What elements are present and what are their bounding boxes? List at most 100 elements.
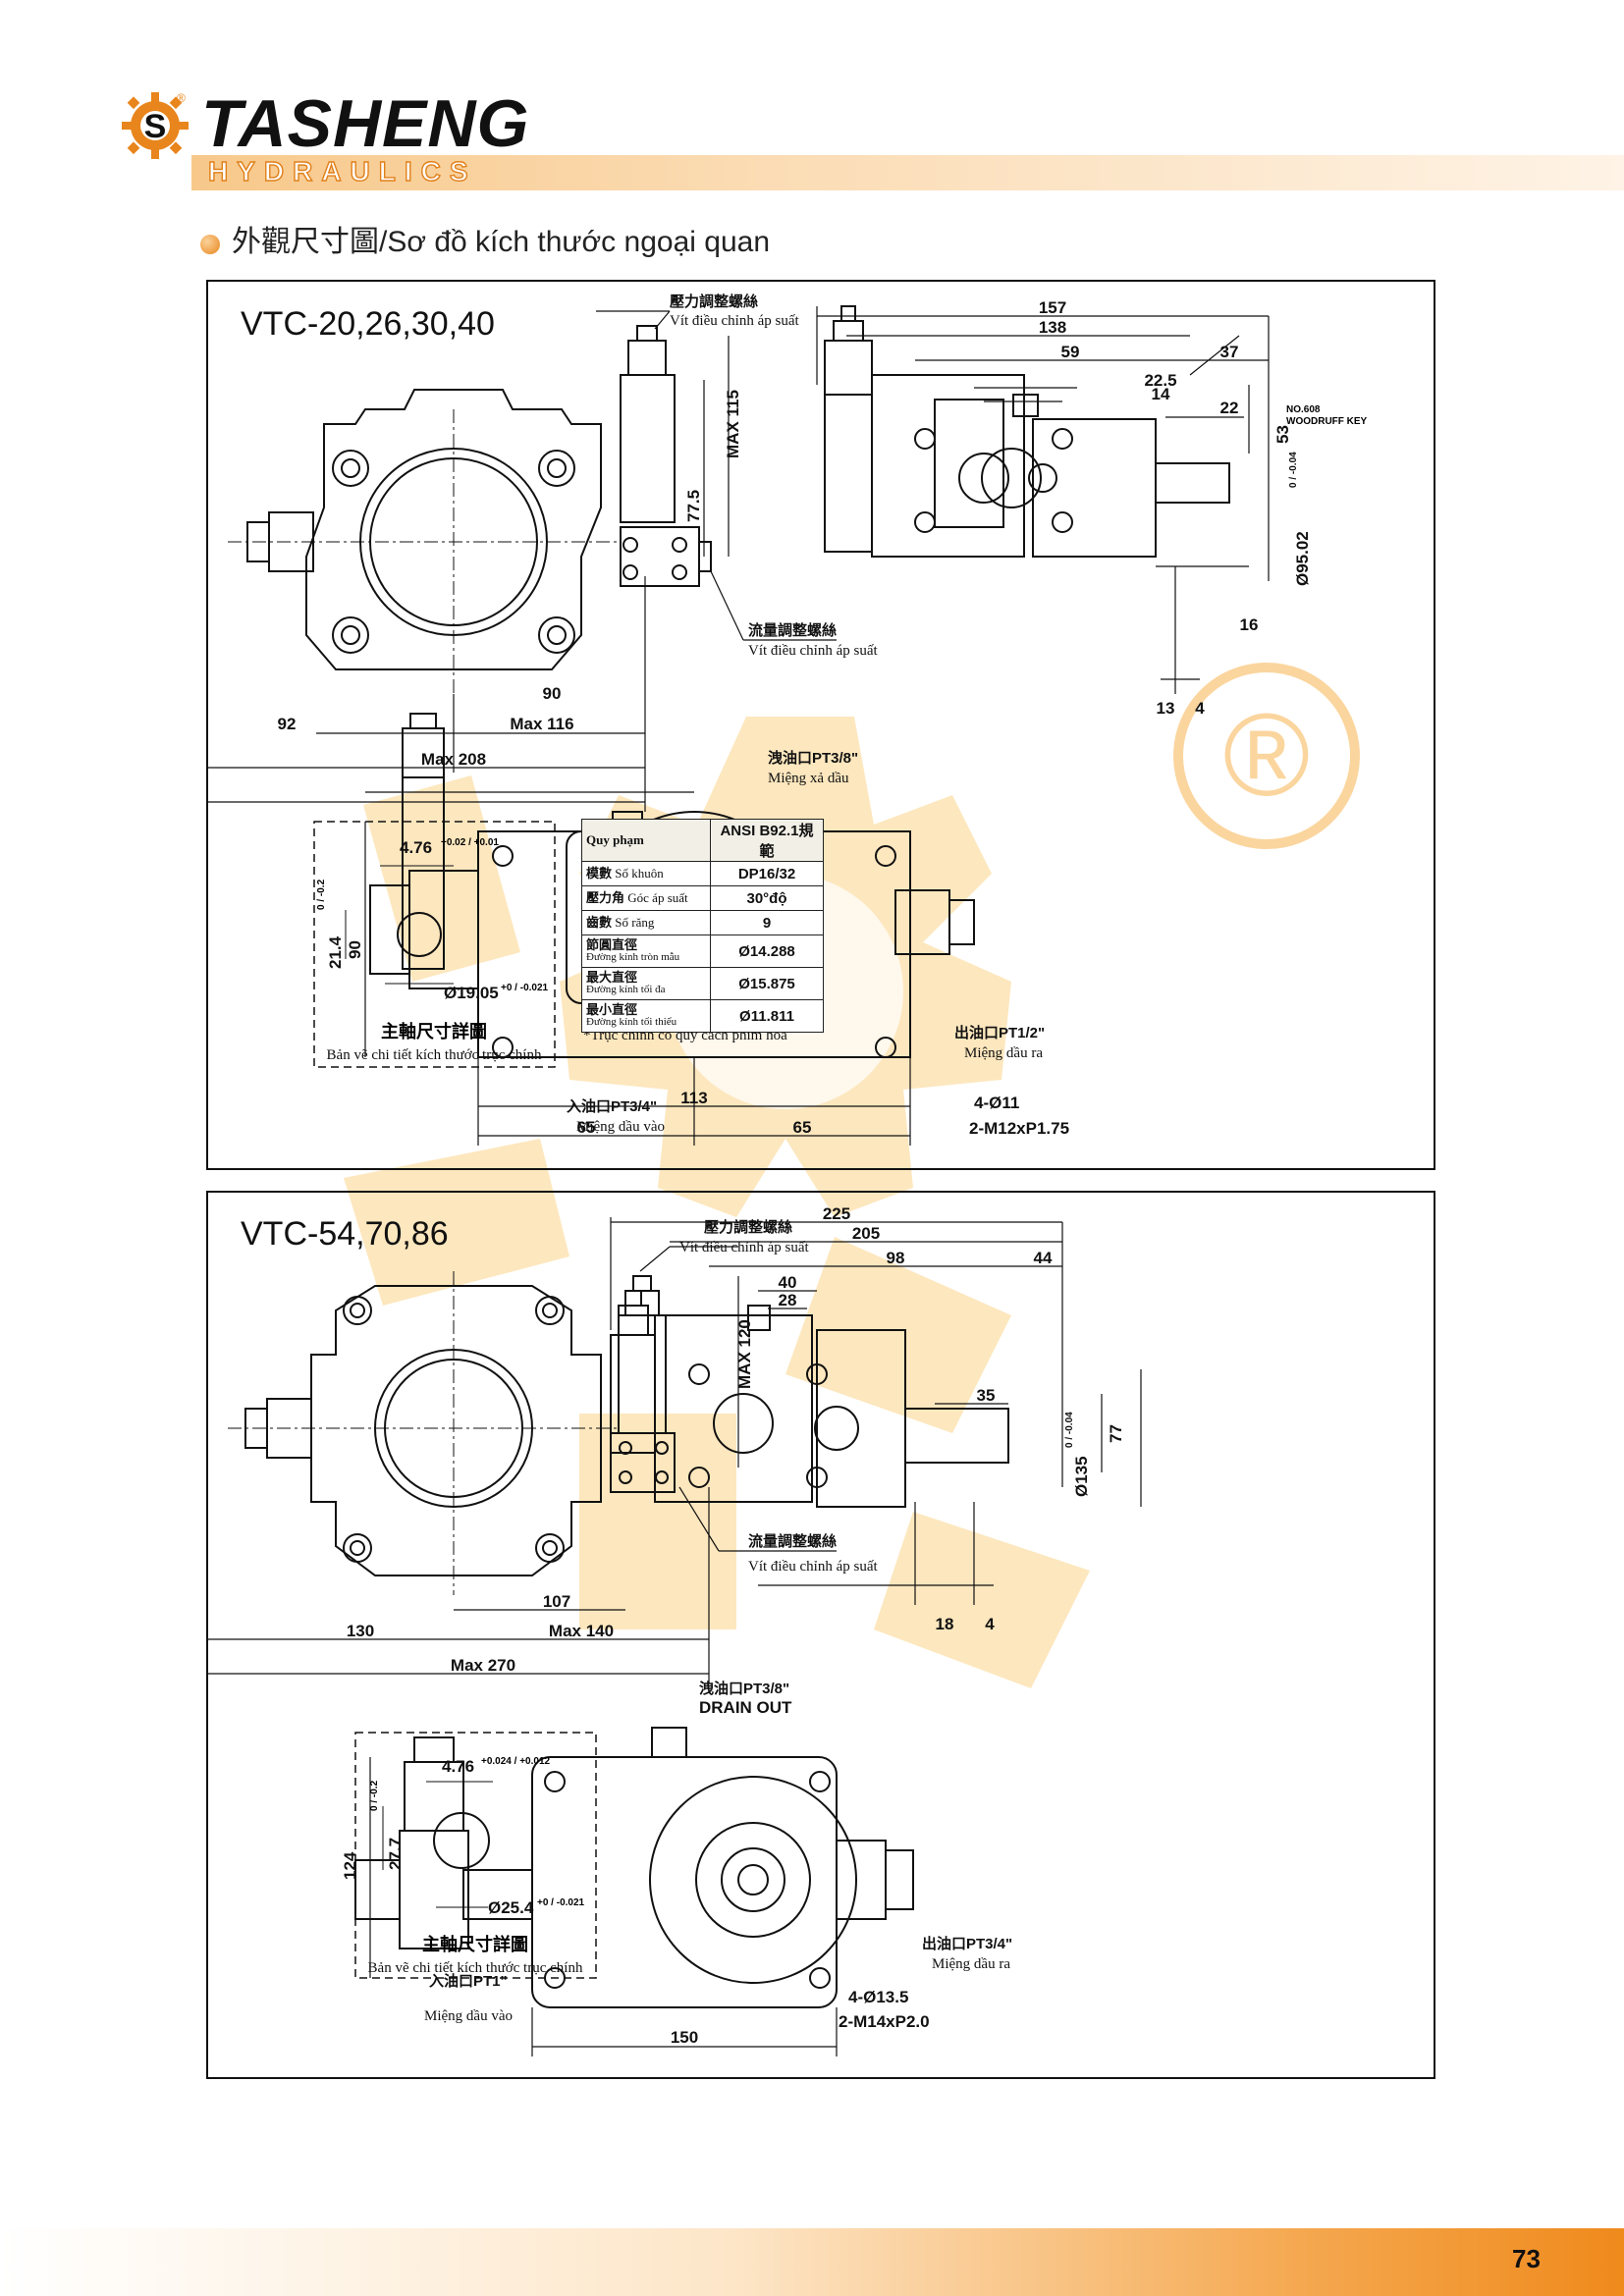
flow-screw-vi: Vít điều chỉnh áp suất [748,643,878,659]
dim-16: 16 [1240,615,1259,634]
dim-d95-tol: 0 / -0.04 [1288,452,1299,488]
shaft-dia: Ø19.05 [444,984,499,1002]
table-row: 齒數 Số răng 9 [581,910,824,935]
row-vi: Số răng [615,915,655,931]
dim-53: 53 [1273,425,1292,444]
header-band [191,155,1624,190]
holes-4-d11: 4-Ø11 [974,1094,1019,1112]
watermark-registered-mark: ® [1223,689,1310,821]
bottom-dim-90: 90 [346,940,364,959]
inlet-vi: Miệng dầu vào [424,2008,513,2024]
dim-59: 59 [1061,343,1080,361]
row-zh: 齒數 [586,915,613,931]
section-title: 外觀尺寸圖/Sơ đồ kích thước ngoại quan [232,226,770,258]
dim-28: 28 [779,1291,797,1309]
row-zh: 壓力角 [586,890,625,906]
flow-screw-zh: 流量調整螺絲 [748,621,837,639]
model-label: VTC-20,26,30,40 [241,305,495,343]
page-number: 73 [1512,2244,1541,2273]
row-zh: 最大直徑 [586,970,638,986]
bottom-dim-65a: 65 [577,1118,596,1137]
outlet-vi: Miệng dầu ra [932,1956,1010,1972]
shaft-depth: 27.7 [386,1838,405,1870]
outlet-zh: 出油口PT1/2" [954,1024,1045,1041]
row-vi: Đường kính tối đa [586,984,666,996]
dim-130: 130 [347,1622,374,1640]
dim-d135: Ø135 [1072,1456,1091,1497]
inlet-vi: Miệng dầu vào [576,1119,665,1135]
row-vi: Đường kính tối thiểu [586,1016,677,1029]
pressure-screw-zh: 壓力調整螺絲 [670,293,758,310]
woodruff-line1: NO.608 [1286,404,1321,415]
pressure-screw-vi: Vít điều chỉnh áp suất [679,1240,809,1255]
shaft-depth-tol: 0 / -0.2 [316,879,327,910]
panel-vtc-20-40 [206,280,1435,1170]
row-value: Ø11.811 [710,999,824,1033]
panel-vtc-54-86 [206,1191,1435,2079]
shaft-title-zh: 主軸尺寸詳圖 [422,1934,528,1954]
dim-37: 37 [1220,343,1239,361]
dim-4: 4 [1195,699,1205,718]
dim-max115: MAX 115 [724,390,742,458]
shaft-key: 4.76 [400,838,432,857]
orange-dot-icon [200,235,220,254]
pressure-screw-vi: Vít điều chỉnh áp suất [670,313,799,329]
dim-max140: Max 140 [549,1622,614,1640]
tasheng-logo-icon: S [122,92,189,159]
dim-max270: Max 270 [451,1656,515,1675]
drain-zh: 洩油口PT3/8" [699,1680,789,1697]
dim-22: 22 [1220,399,1239,417]
dim-92: 92 [278,715,297,733]
outlet-vi: Miệng dầu ra [964,1045,1043,1061]
dim-44: 44 [1034,1249,1053,1267]
drawing-panel1: MAX 115 77.5 90 92 Max 116 Max 208 壓力調整螺… [208,293,1368,1146]
dim-14: 14 [1152,385,1170,403]
row-value: 9 [710,910,824,935]
row-vi: Đường kính tròn mẫu [586,951,680,964]
drain-vi: Miệng xả dầu [768,771,849,786]
row-zh: 最小直徑 [586,1002,638,1018]
bottom-dim-124: 124 [341,1851,359,1880]
dim-225: 225 [823,1204,850,1223]
shaft-title-zh: 主軸尺寸詳圖 [381,1021,487,1041]
bottom-dim-65b: 65 [793,1118,812,1137]
threads-m12: 2-M12xP1.75 [969,1119,1069,1138]
brand-subtitle: HYDRAULICS [207,156,477,187]
row-vi: Góc áp suất [627,890,688,906]
dim-18: 18 [936,1615,954,1633]
dim-90: 90 [543,684,562,703]
dim-max116: Max 116 [510,715,573,733]
dim-22-5: 22.5 [1144,371,1176,390]
drain-en: DRAIN OUT [699,1698,792,1717]
dim-77: 77 [1107,1424,1125,1443]
dim-13: 13 [1157,699,1175,718]
logo-letter: S [144,108,167,145]
inlet-zh: 入油口PT1" [429,1972,508,1990]
shaft-key-tol: +0.02 / +0.01 [441,837,499,848]
inlet-zh: 入油口PT3/4" [567,1097,657,1115]
table-row: 壓力角 Góc áp suất 30°độ [581,885,824,911]
shaft-dia-tol: +0 / -0.021 [501,983,549,993]
drawing-panel2: 93 MAX 120 107 130 Max 140 Max 270 壓力調整螺… [208,1204,1142,2056]
outlet-zh: 出油口PT3/4" [922,1935,1012,1952]
pressure-screw-zh: 壓力調整螺絲 [704,1218,792,1236]
shaft-key: 4.76 [442,1757,474,1776]
brand-name: TASHENG [201,86,530,161]
table-cell: Quy phạm [581,819,711,862]
bottom-dim-113: 113 [680,1089,707,1107]
model-label: VTC-54,70,86 [241,1215,449,1253]
dim-40: 40 [779,1273,797,1292]
row-value: Ø14.288 [710,934,824,968]
dim-77-5: 77.5 [684,490,703,522]
bottom-dim-150: 150 [671,2028,698,2047]
footer-band [0,2228,1624,2296]
shaft-key-tol: +0.024 / +0.012 [481,1756,551,1767]
dim-d135-tol: 0 / -0.04 [1064,1412,1075,1448]
row-value: DP16/32 [710,861,824,886]
row-value: Ø15.875 [710,967,824,1000]
dim-35: 35 [977,1386,996,1405]
flow-screw-zh: 流量調整螺絲 [748,1532,837,1550]
